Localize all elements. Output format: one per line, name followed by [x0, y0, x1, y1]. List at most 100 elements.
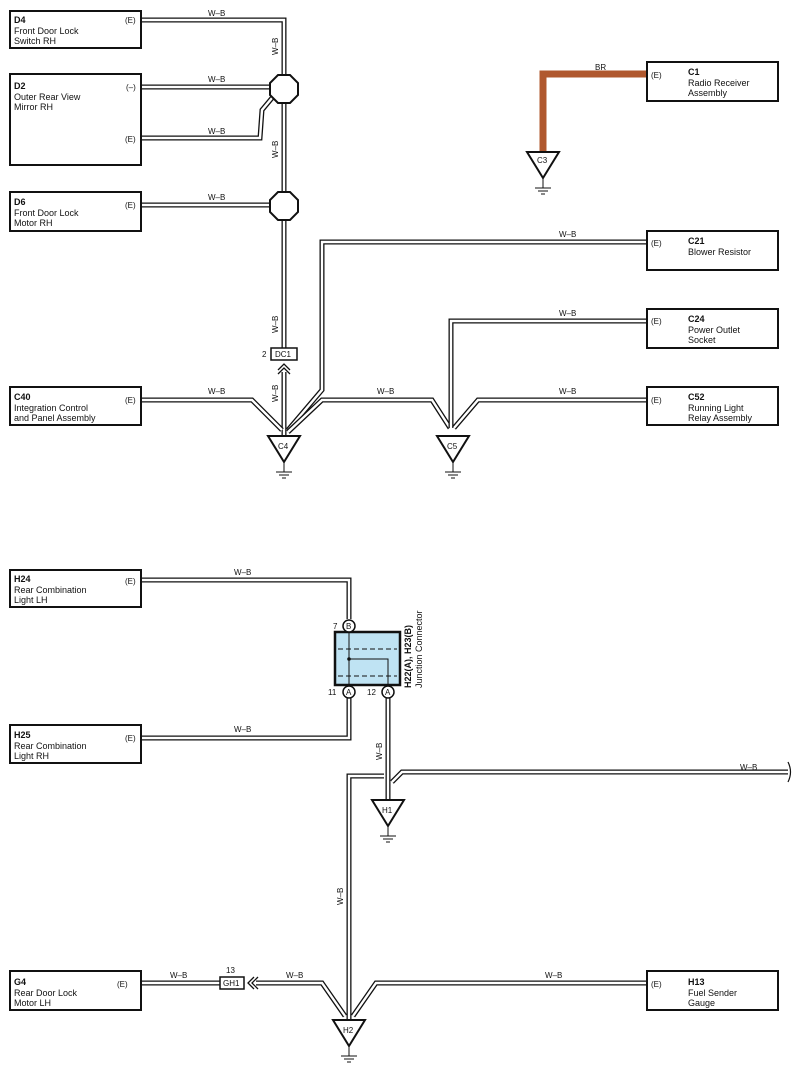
wire-h24: [141, 577, 352, 619]
wire-break-mark: [787, 761, 792, 783]
component-box-c21: [646, 230, 779, 271]
component-code: D2: [14, 81, 26, 91]
component-box-h25: [9, 724, 142, 764]
wire-inner-gap: [141, 398, 283, 431]
component-box-h13: [646, 970, 779, 1011]
wire-inner-gap: [141, 698, 351, 740]
component-code: H25: [14, 730, 31, 740]
wire-label: W–B: [208, 193, 225, 202]
component-code: G4: [14, 977, 26, 987]
component-name-line: Outer Rear View: [14, 92, 81, 102]
wire-d2-e: [141, 96, 274, 141]
component-name-line: Rear Combination: [14, 741, 87, 751]
ground-h1: [370, 799, 406, 843]
wire-right-edge: [390, 769, 788, 784]
ground-label: C4: [278, 442, 289, 451]
component-name-line: Power Outlet: [688, 325, 741, 335]
component-name-line: Switch RH: [14, 36, 56, 46]
terminal-label: (E): [125, 734, 136, 743]
junction-label: H22(A), H23(B): [403, 625, 413, 688]
ground-label: H2: [343, 1026, 354, 1035]
component-name-line: Front Door Lock: [14, 26, 79, 36]
wire-inner-gap: [141, 578, 351, 619]
terminal-label: (E): [125, 201, 136, 210]
component-name-line: Radio Receiver: [688, 78, 750, 88]
ground-c3: [525, 151, 561, 195]
ground-label: H1: [382, 806, 393, 815]
wire-inner-gap: [453, 398, 647, 429]
connector-dc1: [270, 347, 298, 361]
wire-label: W–B: [559, 309, 576, 318]
pin-number: 7: [333, 622, 338, 631]
component-box-g4: [9, 970, 142, 1011]
wire-inner-gap: [287, 398, 452, 433]
terminal-label: (E): [125, 396, 136, 405]
component-code: D4: [14, 15, 26, 25]
connector-code: DC1: [275, 350, 292, 359]
component-box-c24: [646, 308, 779, 349]
wire-inner-gap: [347, 774, 384, 1020]
component-name-line: Light RH: [14, 751, 49, 761]
connector-code: GH1: [223, 979, 240, 988]
wire-inner-gap: [391, 770, 788, 783]
component-name-line: Motor LH: [14, 998, 51, 1008]
terminal-label: (E): [125, 577, 136, 586]
connector-gh1: [219, 976, 245, 990]
ground-h2: [331, 1019, 367, 1063]
wire-label: W–B: [208, 9, 225, 18]
wire-c40: [141, 397, 284, 432]
wire-label: W–B: [286, 971, 303, 980]
component-code: C40: [14, 392, 31, 402]
wire-label: W–B: [559, 387, 576, 396]
wire-inner-gap: [449, 319, 647, 428]
component-name-line: and Panel Assembly: [14, 413, 96, 423]
wire-gh1-h2: [256, 980, 348, 1018]
wire-label: W–B: [336, 888, 345, 905]
connector-pin: 13: [226, 966, 235, 975]
wire-label: W–B: [208, 387, 225, 396]
component-name-line: Rear Combination: [14, 585, 87, 595]
terminal-label: (E): [651, 396, 662, 405]
terminal-label: (E): [651, 239, 662, 248]
junction-label: Junction Connector: [414, 610, 424, 688]
component-code: C21: [688, 236, 705, 246]
component-name-line: Socket: [688, 335, 716, 345]
terminal-label: (E): [125, 135, 136, 144]
ground-label: C3: [537, 156, 548, 165]
component-code: C1: [688, 67, 700, 77]
component-name-line: Motor RH: [14, 218, 53, 228]
component-box-c40: [9, 386, 142, 426]
wire-label: W–B: [170, 971, 187, 980]
splice-point: [269, 191, 299, 221]
terminal-label: (–): [126, 83, 136, 92]
wire-inner-gap: [352, 981, 647, 1017]
terminal-label: (E): [117, 980, 128, 989]
wire-inner-gap: [287, 240, 647, 431]
pin-letter: B: [346, 622, 351, 631]
terminal-label: (E): [125, 16, 136, 25]
terminal-label: (E): [651, 71, 662, 80]
wire-label: W–B: [271, 141, 280, 158]
component-name-line: Fuel Sender: [688, 988, 737, 998]
wire-label: W–B: [234, 568, 251, 577]
wire-label: W–B: [271, 38, 280, 55]
wire-label: W–B: [375, 743, 384, 760]
component-name-line: Running Light: [688, 403, 744, 413]
terminal-label: (E): [651, 317, 662, 326]
wire-label: W–B: [559, 230, 576, 239]
pin-letter: A: [346, 688, 352, 697]
wire-label: W–B: [208, 75, 225, 84]
wire-label: W–B: [271, 316, 280, 333]
component-box-d2: [9, 73, 142, 166]
terminal-label: (E): [651, 980, 662, 989]
component-code: C24: [688, 314, 705, 324]
wb-wires: [141, 17, 788, 1020]
ground-c4: [266, 435, 302, 479]
wire-label: W–B: [377, 387, 394, 396]
component-name-line: Integration Control: [14, 403, 88, 413]
pin-circle-a: [342, 685, 356, 699]
wire-inner-gap: [141, 18, 286, 75]
wire-h13: [350, 980, 647, 1018]
component-name-line: Mirror RH: [14, 102, 53, 112]
wire-c24: [448, 318, 647, 428]
